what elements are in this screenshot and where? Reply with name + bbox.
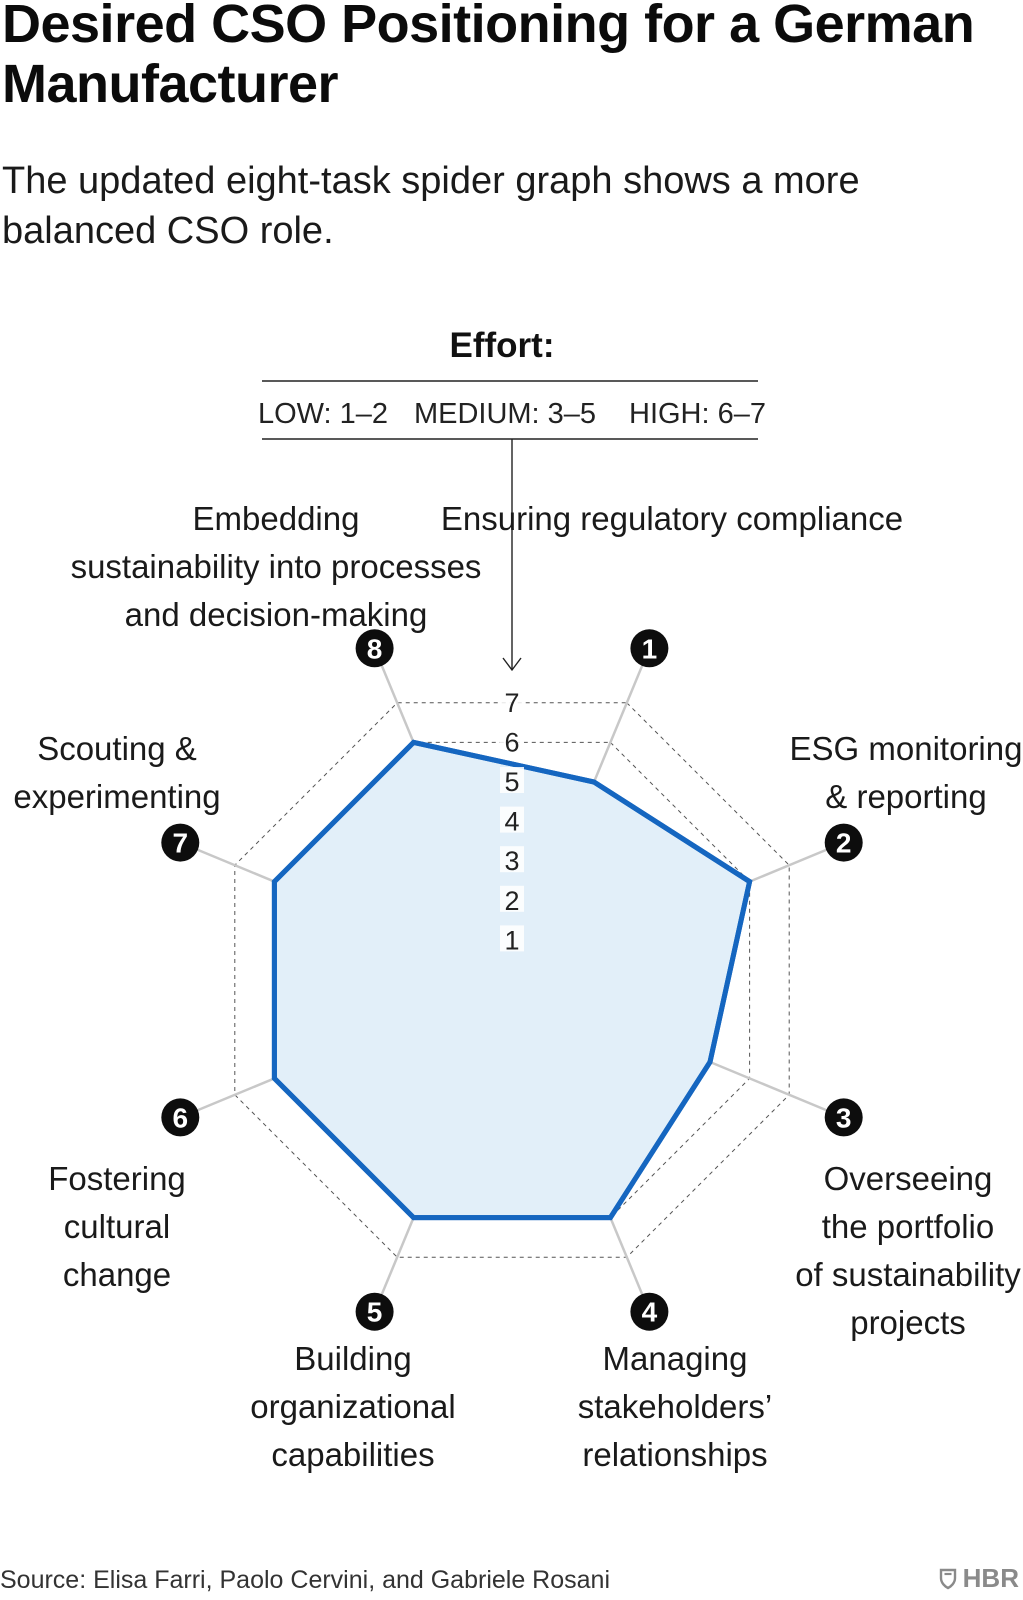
tick-label: 5 [504,767,519,797]
badge-circle [355,1292,394,1331]
axis-label: Overseeing the portfolio of sustainability… [795,1160,1021,1341]
tick-label-bg [500,767,524,793]
effort-legend: Effort: LOW: 1–2 MEDIUM: 3–5 HIGH: 6–7 [258,326,766,672]
axis-label-line: Managing [603,1340,748,1377]
tick-label-bg [500,727,524,754]
tick-label: 2 [504,886,519,916]
axis-badge: 1 [630,629,669,668]
grid-ring [234,702,790,1258]
axis-label-line: of sustainability [795,1256,1021,1293]
hbr-logo: HBR [939,1563,1019,1594]
axis-label: Embedding sustainability into processes an… [71,500,482,633]
tick-label-bg [500,806,524,833]
chart-title: Desired CSO Positioning for a German Man… [2,0,975,114]
badge-number: 3 [836,1102,852,1133]
tick-label: 6 [504,727,519,757]
axis-badge: 3 [824,1098,863,1137]
legend-low: LOW: 1–2 [258,398,388,430]
badge-number: 7 [173,828,189,859]
axis-label-line: organizational [250,1388,455,1425]
axis-badge: 7 [161,823,200,862]
badge-number: 4 [642,1297,658,1328]
axis-label-line: cultural [64,1208,170,1245]
source-note: Source: Elisa Farri, Paolo Cervini, and … [0,1566,610,1594]
axis-label-line: Scouting & [37,730,197,767]
axis-label-line: experimenting [13,778,220,815]
legend-medium: MEDIUM: 3–5 [414,398,596,430]
axis-label-line: capabilities [271,1436,434,1473]
chart-subtitle: The updated eight-task spider graph show… [2,160,860,252]
axis-badge: 5 [355,1292,394,1331]
axis-label-line: stakeholders’ [578,1388,772,1425]
axis-label: Fostering cultural change [48,1160,186,1293]
legend-arrow-head [502,657,522,672]
radar-series [271,739,753,1221]
axis-badge: 4 [630,1292,669,1331]
axis-label-line: Embedding [193,500,360,537]
axis-badge: 2 [824,823,863,862]
tick-label: 4 [504,807,519,837]
radar-chart: Effort: LOW: 1–2 MEDIUM: 3–5 HIGH: 6–7 1… [13,326,1022,1473]
axis-number-badges: 1 2 3 4 5 6 7 8 [161,629,863,1331]
hbr-wordmark: HBR [962,1563,1019,1593]
axis-label: ESG monitoring & reporting [790,730,1023,815]
axis-label-line: and decision-making [125,596,428,633]
badge-circle [630,1292,669,1331]
axis-label-line: Overseeing [824,1160,993,1197]
tick-label-bg [500,885,524,912]
badge-number: 8 [367,633,383,664]
axis-label-line: & reporting [825,778,986,815]
badge-circle [630,629,669,668]
axis-label: Scouting & experimenting [13,730,220,815]
badge-circle [824,823,863,862]
legend-heading: Effort: [450,326,555,365]
badge-circle [355,629,394,668]
tick-label-bg [500,687,524,714]
axis-label: Ensuring regulatory compliance [441,500,903,537]
tick-label: 7 [504,688,519,718]
badge-number: 2 [836,828,852,859]
badge-circle [161,1098,200,1137]
series-line [271,739,753,1221]
axis-label-line: Building [294,1340,411,1377]
axis-label-line: ESG monitoring [790,730,1023,767]
axis-label-line: change [63,1256,171,1293]
axis-label-line: Ensuring regulatory compliance [441,500,903,537]
badge-number: 1 [642,633,658,664]
axis-label-line: sustainability into processes [71,548,482,585]
axis-label-line: the portfolio [822,1208,994,1245]
badge-circle [161,823,200,862]
tick-label-bg [500,925,524,952]
badge-circle [824,1098,863,1137]
axis-label: Building organizational capabilities [250,1340,455,1473]
tick-label: 3 [504,846,519,876]
axis-badge: 8 [355,629,394,668]
axis-label-line: projects [850,1304,966,1341]
axis-label: Managing stakeholders’ relationships [578,1340,772,1473]
badge-number: 5 [367,1297,383,1328]
shield-icon [939,1568,956,1589]
radar-tick-labels: 1 2 3 4 5 6 7 [500,687,524,955]
axis-badge: 6 [161,1098,200,1137]
tick-label: 1 [504,925,519,955]
tick-label-bg [500,846,524,873]
axis-label-line: Fostering [48,1160,186,1197]
axis-label-line: relationships [582,1436,767,1473]
legend-high: HIGH: 6–7 [629,398,766,430]
badge-number: 6 [173,1102,189,1133]
